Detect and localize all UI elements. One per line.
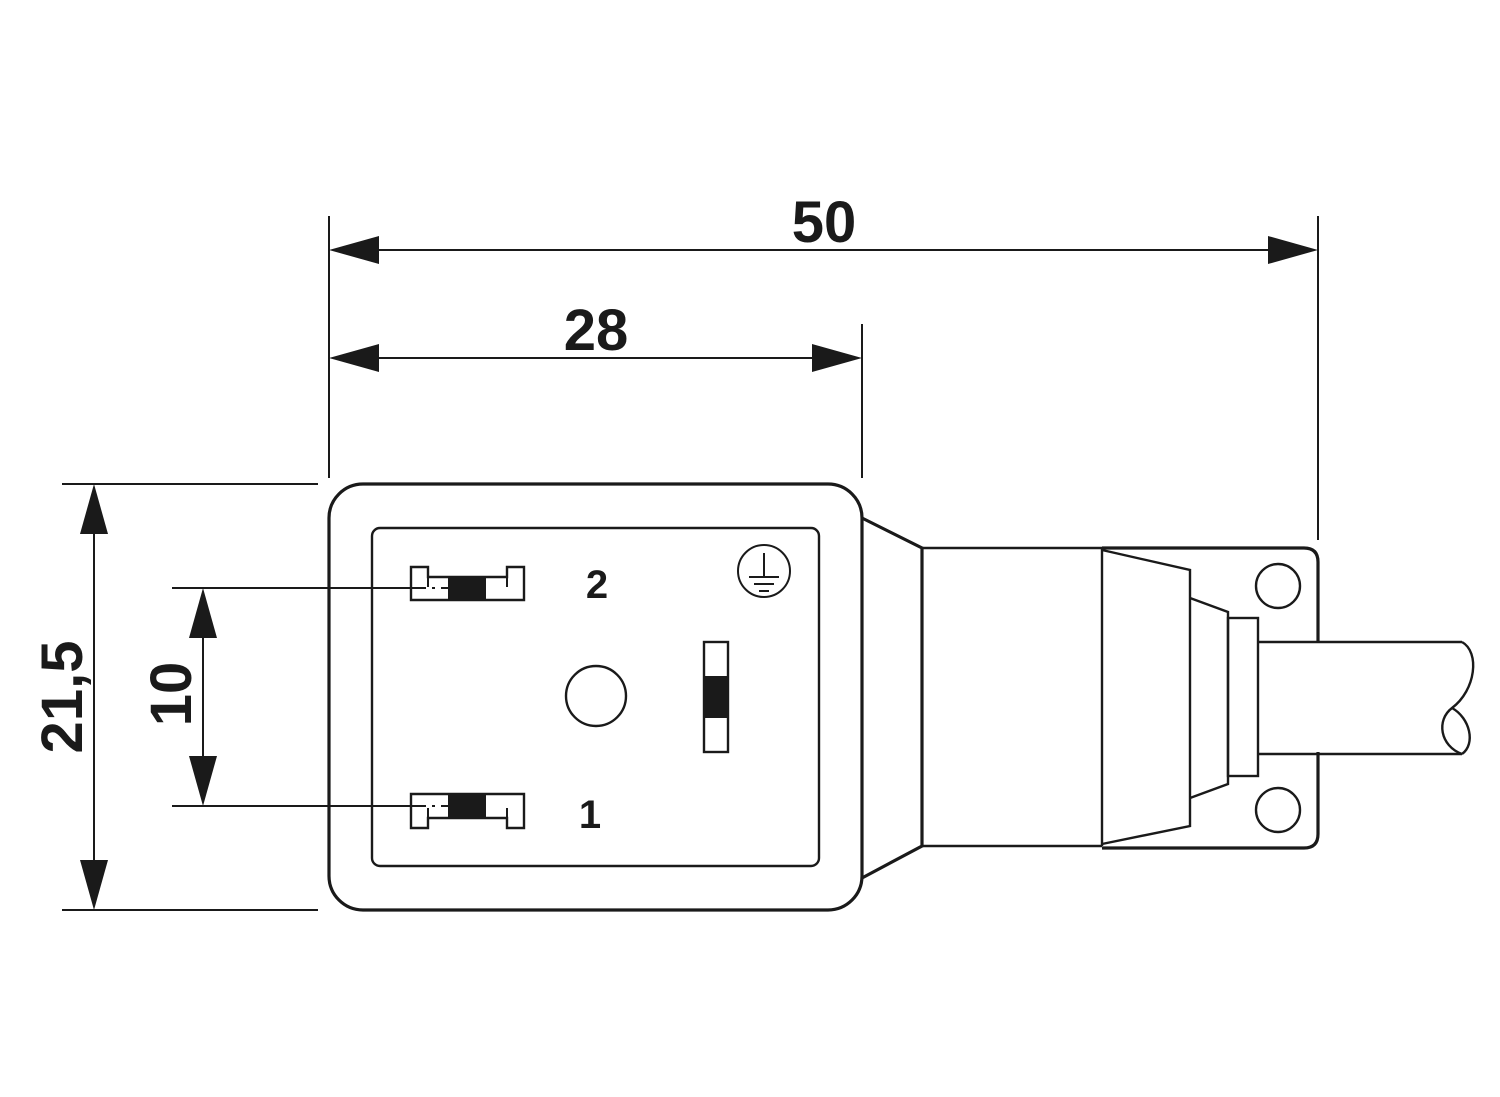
pin-centerlines [412, 587, 448, 807]
connector-housing: 2 1 [327, 482, 864, 912]
arrowhead-bottom [189, 756, 217, 806]
dimension-housing-height: 21,5 [30, 483, 318, 911]
center-hole [564, 664, 628, 728]
arrowhead-right [1268, 236, 1318, 264]
dimension-pin-spacing: 10 [139, 587, 412, 807]
dimension-label-pin-spacing: 10 [139, 662, 204, 727]
dimension-housing-length: 28 [329, 298, 863, 478]
contact-1 [409, 792, 526, 830]
pin-label-2: 2 [586, 563, 608, 607]
pin-label-1: 1 [579, 793, 601, 837]
mounting-hole-top [1254, 562, 1302, 610]
dimension-label-overall-length: 50 [792, 190, 857, 255]
arrowhead-bottom [80, 860, 108, 910]
contact-2 [409, 565, 526, 602]
cable-gland [1101, 548, 1260, 846]
dimension-label-housing-length: 28 [564, 298, 629, 363]
cable [1258, 640, 1475, 756]
arrowhead-left [329, 344, 379, 372]
arrowhead-right [812, 344, 862, 372]
dimension-overall-length: 50 [328, 190, 1319, 540]
earth-contact [702, 640, 730, 754]
flange-plate [1102, 546, 1320, 850]
mounting-hole-bottom [1254, 786, 1302, 834]
protective-earth-icon [737, 544, 791, 598]
housing-neck [861, 516, 1104, 880]
arrowhead-left [329, 236, 379, 264]
dimension-label-housing-height: 21,5 [30, 641, 95, 754]
arrowhead-top [80, 484, 108, 534]
arrowhead-top [189, 588, 217, 638]
